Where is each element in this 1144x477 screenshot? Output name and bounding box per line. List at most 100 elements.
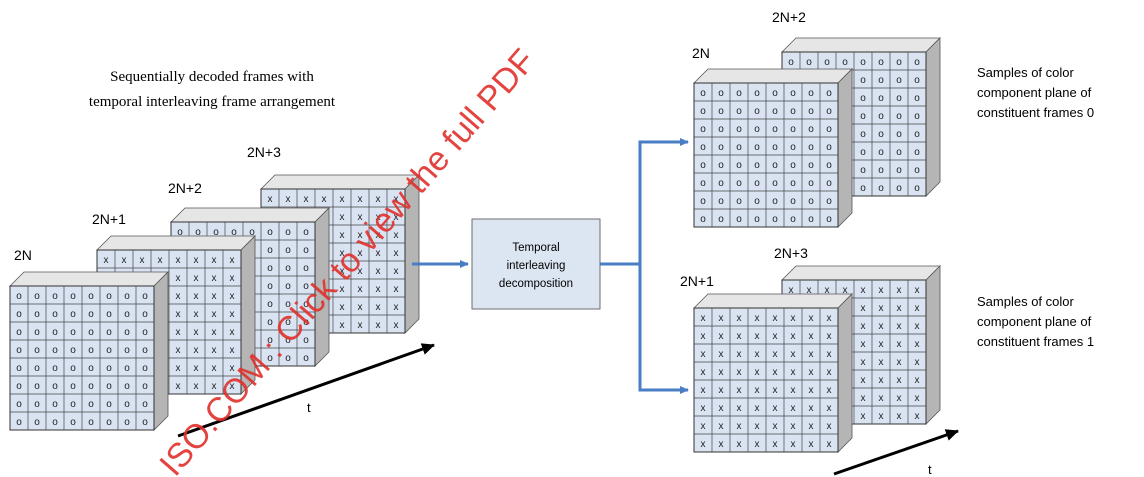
sample-symbol: x	[322, 194, 327, 205]
sample-symbol: x	[809, 349, 814, 360]
sample-symbol: x	[340, 320, 345, 331]
sample-symbol: o	[788, 57, 794, 68]
sample-symbol: x	[809, 439, 814, 450]
sample-symbol: x	[879, 285, 884, 296]
sample-symbol: x	[701, 403, 706, 414]
sample-symbol: x	[194, 291, 199, 302]
sample-symbol: o	[267, 353, 273, 364]
label-right-2n: 2N	[692, 45, 710, 61]
sample-symbol: x	[340, 284, 345, 295]
sample-symbol: o	[88, 291, 94, 302]
sample-symbol: x	[827, 421, 832, 432]
sample-symbol: x	[897, 285, 902, 296]
sample-symbol: o	[142, 381, 148, 392]
sample-symbol: x	[719, 439, 724, 450]
sample-symbol: x	[212, 291, 217, 302]
sample-symbol: o	[718, 106, 724, 117]
sample-symbol: x	[194, 327, 199, 338]
sample-symbol: o	[700, 178, 706, 189]
decomposition-box	[471, 218, 601, 310]
sample-symbol: x	[827, 313, 832, 324]
sample-symbol: o	[267, 299, 273, 310]
sample-symbol: o	[896, 183, 902, 194]
sample-symbol: x	[376, 284, 381, 295]
sample-symbol: o	[88, 345, 94, 356]
left-caption-line-1: Sequentially decoded frames with	[110, 69, 314, 85]
sample-symbol: o	[754, 142, 760, 153]
cube-top-face	[781, 265, 941, 281]
sample-symbol: x	[376, 248, 381, 259]
sample-symbol: o	[34, 363, 40, 374]
sample-symbol: o	[52, 291, 58, 302]
sample-symbol: o	[52, 399, 58, 410]
sample-symbol: x	[394, 194, 399, 205]
time-label-right: t	[928, 462, 932, 477]
sample-symbol: x	[376, 194, 381, 205]
sample-symbol: o	[754, 214, 760, 225]
cube-side-face	[837, 68, 853, 228]
sample-symbol: o	[914, 183, 920, 194]
sample-symbol: o	[772, 196, 778, 207]
sample-symbol: o	[303, 353, 309, 364]
sample-symbol: x	[230, 363, 235, 374]
sample-symbol: o	[718, 178, 724, 189]
sample-symbol: x	[358, 248, 363, 259]
sample-symbol: o	[878, 93, 884, 104]
box-line-2: interleaving	[507, 260, 566, 272]
sample-symbol: o	[754, 196, 760, 207]
sample-symbol: o	[124, 345, 130, 356]
sample-symbol: x	[212, 273, 217, 284]
sample-symbol: o	[16, 363, 22, 374]
sample-symbol: x	[230, 381, 235, 392]
sample-symbol: x	[809, 421, 814, 432]
sample-symbol: o	[826, 160, 832, 171]
sample-symbol: o	[772, 178, 778, 189]
sample-symbol: x	[737, 385, 742, 396]
sample-symbol: x	[755, 331, 760, 342]
sample-symbol: x	[773, 421, 778, 432]
sample-symbol: x	[897, 411, 902, 422]
sample-symbol: x	[791, 421, 796, 432]
sample-symbol: x	[809, 385, 814, 396]
sample-symbol: o	[878, 111, 884, 122]
sample-symbol: x	[194, 345, 199, 356]
sample-symbol: o	[700, 196, 706, 207]
sample-symbol: x	[773, 385, 778, 396]
sample-symbol: x	[719, 349, 724, 360]
sample-symbol: o	[106, 327, 112, 338]
sample-symbol: o	[754, 106, 760, 117]
sample-symbol: x	[915, 285, 920, 296]
sample-symbol: x	[915, 339, 920, 350]
sample-symbol: x	[879, 411, 884, 422]
sample-symbol: o	[860, 57, 866, 68]
sample-symbol: x	[827, 367, 832, 378]
sample-symbol: x	[827, 403, 832, 414]
sample-symbol: o	[267, 263, 273, 274]
sample-symbol: x	[701, 313, 706, 324]
cube-side-face	[153, 271, 169, 431]
sample-symbol: x	[719, 403, 724, 414]
sample-symbol: x	[376, 320, 381, 331]
sample-symbol: x	[104, 255, 109, 266]
sample-symbol: o	[285, 281, 291, 292]
sample-symbol: x	[809, 313, 814, 324]
sample-symbol: o	[826, 88, 832, 99]
sample-symbol: x	[897, 321, 902, 332]
sample-symbol: x	[212, 345, 217, 356]
sample-symbol: x	[737, 331, 742, 342]
sample-symbol: x	[737, 403, 742, 414]
sample-symbol: x	[825, 285, 830, 296]
sample-symbol: x	[827, 331, 832, 342]
sample-symbol: x	[394, 302, 399, 313]
sample-symbol: o	[878, 129, 884, 140]
sample-symbol: x	[861, 303, 866, 314]
output-arrow-frames0	[600, 138, 689, 266]
sample-symbol: o	[718, 124, 724, 135]
label-right-2n3: 2N+3	[774, 245, 808, 261]
sample-symbol: x	[915, 393, 920, 404]
sample-symbol: x	[230, 291, 235, 302]
sample-symbol: x	[861, 393, 866, 404]
sample-symbol: x	[879, 357, 884, 368]
cube-top-face	[96, 235, 256, 251]
